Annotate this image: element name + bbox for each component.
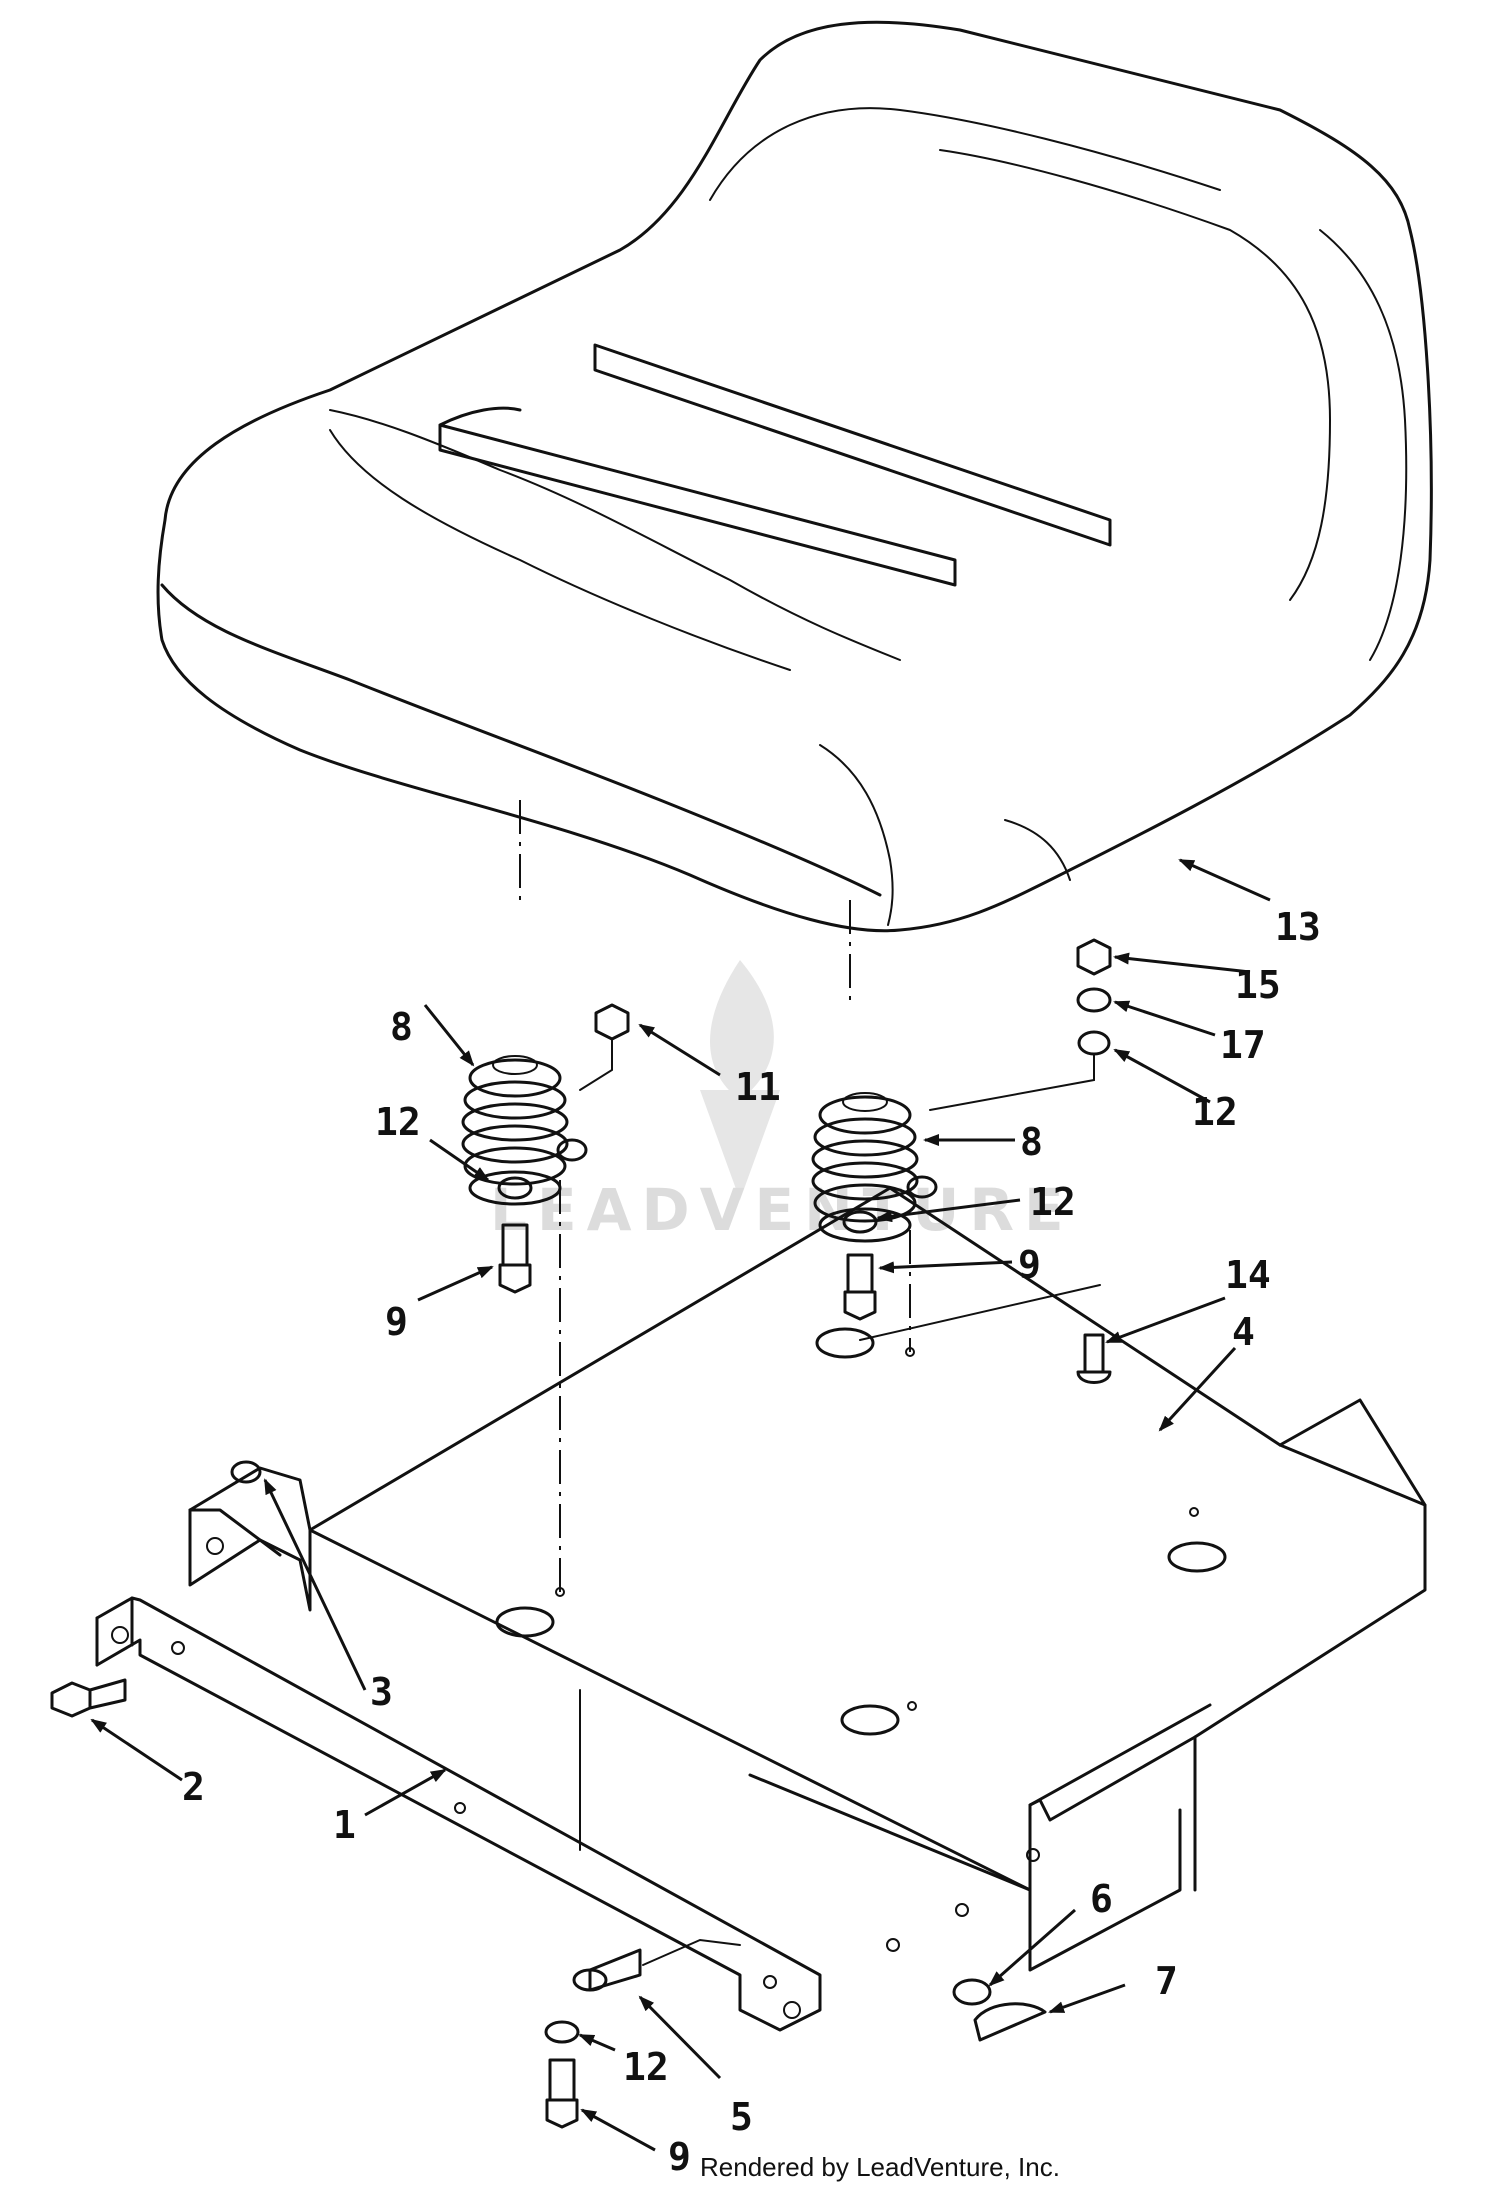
callout-2: 2 (182, 1765, 205, 1809)
watermark: LEADVENTURE (490, 960, 1074, 1244)
callout-4: 4 (1232, 1310, 1255, 1354)
callout-13: 13 (1275, 905, 1321, 949)
bracket (95, 1596, 822, 2032)
callout-15: 15 (1235, 963, 1281, 1007)
hex-nut-15 (1076, 938, 1112, 976)
callout-17: 17 (1220, 1023, 1266, 1067)
hex-nut-11 (594, 1003, 630, 1041)
bolt-9-left (498, 1223, 532, 1294)
washer-12-left (497, 1176, 533, 1200)
callout-9-bottom: 9 (668, 2135, 691, 2179)
callout-3: 3 (370, 1670, 393, 1714)
carriage-bolt-14 (1076, 1333, 1112, 1384)
callout-6: 6 (1090, 1877, 1113, 1921)
callout-5: 5 (730, 2095, 753, 2139)
callout-8-right: 8 (1020, 1120, 1043, 1164)
callout-12-right: 12 (1192, 1090, 1238, 1134)
callout-11: 11 (735, 1065, 781, 1109)
callout-9-left: 9 (385, 1300, 408, 1344)
bolt-9-center (843, 1253, 877, 1321)
callout-14: 14 (1225, 1253, 1271, 1297)
seat-plate (188, 1180, 1427, 1972)
callout-1: 1 (333, 1803, 356, 1847)
watermark-text: LEADVENTURE (490, 1176, 1074, 1244)
seat (156, 20, 1433, 1000)
callout-7: 7 (1155, 1959, 1178, 2003)
hardware (50, 938, 1112, 2129)
callout-12-bottom: 12 (623, 2045, 669, 2089)
washer-12-right (1077, 1030, 1111, 1056)
footer-credit: Rendered by LeadVenture, Inc. (700, 2152, 1060, 2182)
washer-12-bottom (544, 2020, 580, 2044)
washer-6 (952, 1978, 992, 2006)
callout-12-center: 12 (1030, 1180, 1076, 1224)
leader-lines (90, 858, 1271, 2152)
hairpin-7 (973, 2002, 1047, 2042)
spring-left (461, 1055, 588, 1206)
callouts: 13 15 17 12 8 11 12 8 12 9 9 14 4 3 2 1 … (182, 905, 1321, 2179)
lock-washer-17 (1076, 987, 1112, 1013)
nut-3 (230, 1460, 262, 1484)
callout-9-center: 9 (1018, 1243, 1041, 1287)
callout-8-left: 8 (390, 1005, 413, 1049)
callout-12-left: 12 (375, 1100, 421, 1144)
washer-12-center (842, 1210, 878, 1234)
bolt-9-bottom (545, 2058, 579, 2129)
bolt-2 (50, 1678, 127, 1718)
